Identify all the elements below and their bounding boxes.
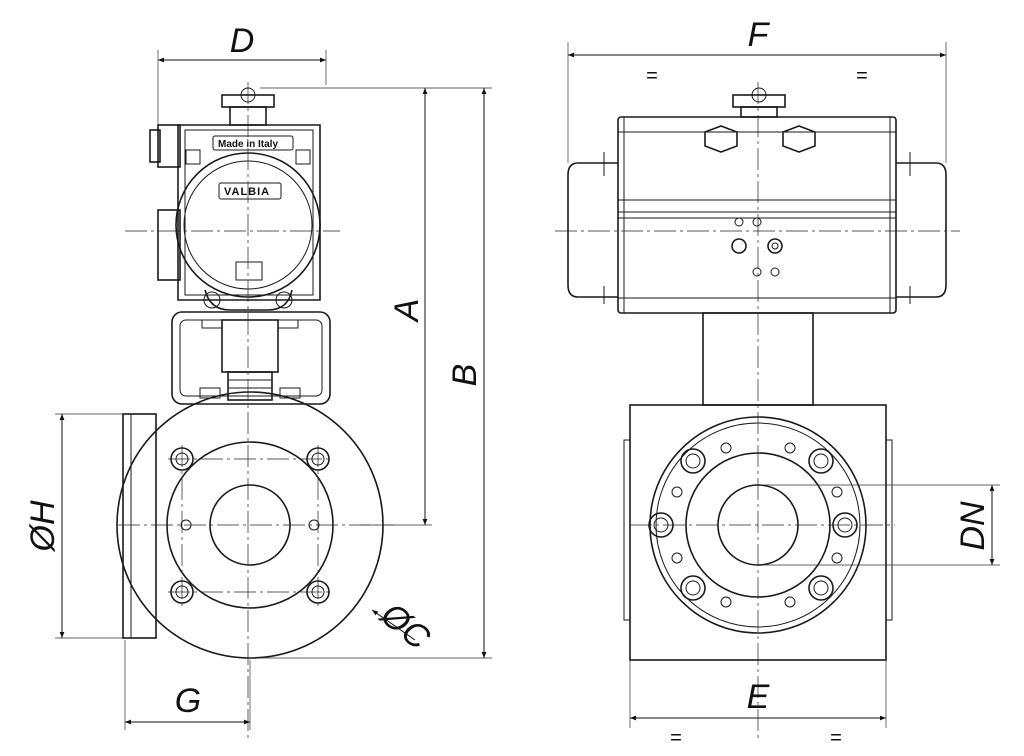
side-view: Made in Italy VALBIA: [24, 22, 492, 740]
front-view: F = = DN E = =: [555, 16, 1000, 749]
switch-box: Made in Italy VALBIA: [149, 87, 321, 311]
dim-label-E: E: [747, 678, 770, 716]
dim-label-F: F: [748, 16, 771, 54]
dim-label-C: ØC: [373, 595, 438, 658]
equal-mark-top-right: =: [856, 65, 868, 87]
plate-origin-text: Made in Italy: [218, 139, 278, 150]
brand-logo-text: VALBIA: [224, 186, 270, 198]
dim-label-H: ØH: [24, 500, 62, 552]
dim-label-D: D: [230, 22, 255, 60]
pneumatic-actuator: [567, 87, 947, 314]
dim-label-G: G: [175, 682, 201, 720]
equal-mark-bottom-right: =: [830, 727, 842, 749]
equal-mark-top-left: =: [646, 65, 658, 87]
dim-label-DN: DN: [954, 501, 992, 551]
dim-label-A: A: [388, 299, 426, 324]
mounting-bracket: [171, 311, 331, 405]
dim-label-B: B: [446, 364, 484, 387]
equal-mark-bottom-left: =: [670, 727, 682, 749]
